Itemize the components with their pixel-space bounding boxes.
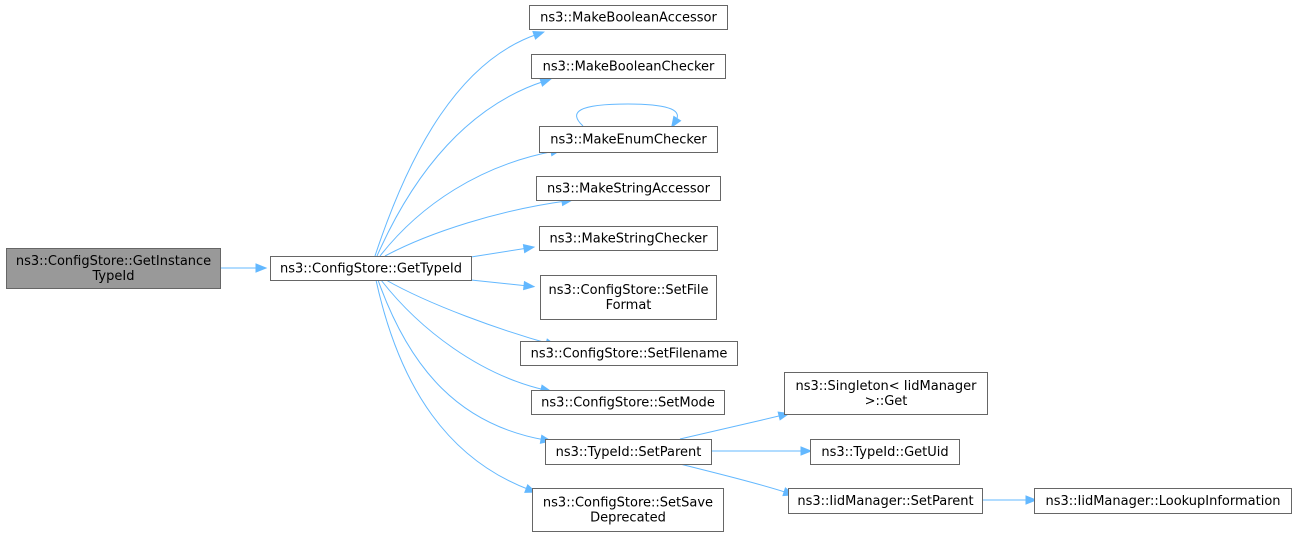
node-box — [1034, 488, 1292, 514]
node-label: ns3::ConfigStore::SetMode — [541, 396, 715, 411]
node-label: ns3::MakeStringAccessor — [547, 182, 711, 197]
node-label: Format — [606, 298, 652, 313]
arrowhead — [255, 263, 268, 273]
node-label: ns3::IidManager::SetParent — [797, 494, 973, 509]
node-box — [810, 439, 960, 465]
arrowhead — [800, 446, 813, 456]
edge-line — [679, 414, 784, 440]
edge-line — [380, 279, 546, 391]
node-box — [529, 5, 728, 30]
node-label: ns3::ConfigStore::SetSave — [543, 496, 713, 511]
node-mkstracc[interactable]: ns3::MakeStringAccessor — [536, 176, 721, 201]
node-box — [531, 390, 725, 415]
node-label: ns3::MakeBooleanAccessor — [540, 11, 717, 26]
edge-gettypeid-to-mkenumchk — [379, 147, 563, 257]
edge-line — [374, 33, 539, 257]
node-box — [540, 275, 717, 320]
node-box — [545, 439, 712, 465]
node-label: ns3::ConfigStore::SetFilename — [531, 347, 728, 362]
edge-mkenumchk-to-mkenumchk — [576, 103, 682, 129]
edge-typeidsetparent-to-getuid — [711, 446, 813, 456]
node-label: Deprecated — [590, 511, 666, 526]
node-mkstrchk[interactable]: ns3::MakeStringChecker — [539, 226, 718, 251]
edge-gettypeid-to-mkboolchk — [376, 77, 552, 257]
node-box — [270, 256, 472, 281]
node-typeidsetparent[interactable]: ns3::TypeId::SetParent — [545, 439, 712, 465]
node-mkboolchk[interactable]: ns3::MakeBooleanChecker — [531, 54, 726, 79]
node-box — [520, 341, 738, 366]
edge-line — [377, 279, 546, 441]
arrowhead — [671, 115, 682, 129]
edge-line — [385, 279, 551, 345]
edge-line — [576, 103, 678, 127]
edge-gettypeid-to-setfileformat — [470, 279, 536, 291]
edge-line — [379, 150, 556, 257]
arrowhead — [1025, 495, 1038, 505]
edge-line — [470, 247, 529, 258]
node-getuid[interactable]: ns3::TypeId::GetUid — [810, 439, 960, 465]
edge-typeidsetparent-to-singletonget — [679, 411, 791, 440]
edge-iidsetparent-to-lookupinfo — [982, 495, 1038, 505]
edge-line — [679, 463, 789, 494]
node-box — [539, 226, 718, 251]
node-label: ns3::IidManager::LookupInformation — [1045, 494, 1280, 509]
node-box — [784, 372, 988, 415]
node-label: ns3::ConfigStore::GetTypeId — [280, 262, 462, 277]
node-setfilename[interactable]: ns3::ConfigStore::SetFilename — [520, 341, 738, 366]
edge-gettypeid-to-mkstrchk — [470, 244, 536, 258]
arrowhead — [523, 280, 536, 291]
node-label: ns3::MakeBooleanChecker — [543, 60, 715, 75]
node-iidsetparent[interactable]: ns3::IidManager::SetParent — [788, 488, 983, 514]
node-label: ns3::MakeStringChecker — [550, 232, 709, 247]
node-setmode[interactable]: ns3::ConfigStore::SetMode — [531, 390, 725, 415]
node-mkenumchk[interactable]: ns3::MakeEnumChecker — [539, 126, 718, 153]
node-box — [536, 176, 721, 201]
edge-gettypeid-to-mkboolacc — [374, 30, 545, 257]
node-box — [788, 488, 983, 514]
node-lookupinfo[interactable]: ns3::IidManager::LookupInformation — [1034, 488, 1292, 514]
edge-line — [470, 279, 529, 287]
node-label: ns3::TypeId::SetParent — [556, 445, 702, 460]
node-label: >::Get — [865, 394, 908, 409]
arrowhead — [532, 30, 545, 40]
node-box — [6, 248, 221, 289]
node-box — [532, 488, 724, 532]
node-box — [531, 54, 726, 79]
edge-line — [376, 80, 546, 257]
node-label: ns3::MakeEnumChecker — [550, 133, 707, 148]
node-gettypeid[interactable]: ns3::ConfigStore::GetTypeId — [270, 256, 472, 281]
edge-root-to-gettypeid — [220, 263, 268, 273]
arrowhead — [522, 244, 536, 254]
node-mkboolacc[interactable]: ns3::MakeBooleanAccessor — [529, 5, 728, 30]
node-label: ns3::ConfigStore::GetInstance — [16, 254, 211, 269]
node-label: ns3::TypeId::GetUid — [821, 445, 948, 460]
edge-line — [384, 200, 567, 257]
node-label: ns3::ConfigStore::SetFile — [549, 283, 709, 298]
node-label: TypeId — [92, 269, 135, 284]
node-box — [539, 126, 718, 153]
node-singletonget[interactable]: ns3::Singleton< IidManager>::Get — [784, 372, 988, 415]
node-label: ns3::Singleton< IidManager — [795, 379, 977, 394]
arrowhead — [539, 77, 552, 87]
edge-line — [375, 279, 531, 491]
